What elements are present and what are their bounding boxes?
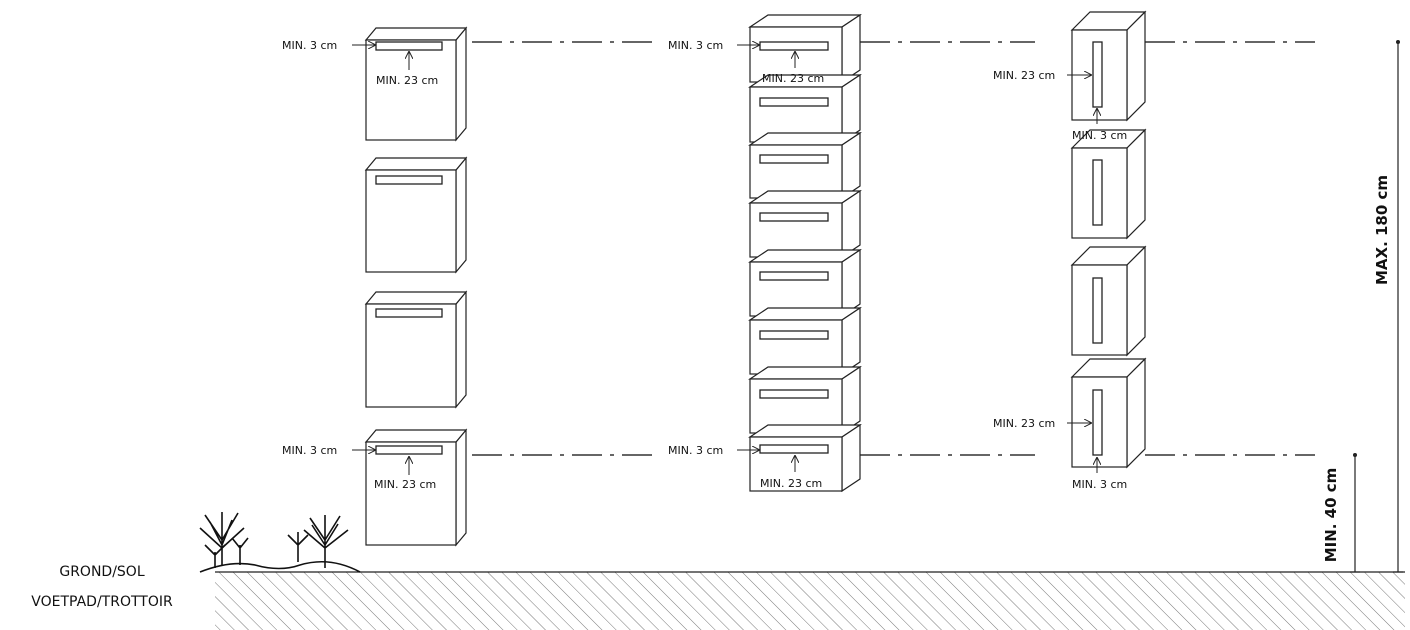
mailbox-1-2 xyxy=(364,156,468,274)
column-2-mailboxes xyxy=(748,13,862,493)
reference-lines xyxy=(472,41,1315,456)
dimension-max-180: MAX. 180 cm xyxy=(1373,40,1403,573)
label-min-3-c2-bottom: MIN. 3 cm xyxy=(668,444,723,457)
label-min-3-c2-top: MIN. 3 cm xyxy=(668,39,723,52)
mailbox-2-8 xyxy=(748,423,862,493)
ground-label-voetpad: VOETPAD/TROTTOIR xyxy=(31,594,173,610)
label-min-23-c2-bottom: MIN. 23 cm xyxy=(760,477,822,490)
mailbox-2-4 xyxy=(748,189,862,259)
column-2-annotations: MIN. 3 cm MIN. 23 cm MIN. 3 cm MIN. 23 c… xyxy=(668,39,824,490)
mailbox-2-3 xyxy=(748,131,862,200)
label-min-23-c3-bottom: MIN. 23 cm xyxy=(993,417,1055,430)
label-min-3-c3-top: MIN. 3 cm xyxy=(1072,129,1127,142)
label-min-23-c1-bottom: MIN. 23 cm xyxy=(374,478,436,491)
label-min-3-c3-bottom: MIN. 3 cm xyxy=(1072,478,1127,491)
column-1-mailboxes xyxy=(364,26,468,547)
label-min-3-c1-top: MIN. 3 cm xyxy=(282,39,337,52)
mailbox-3-4 xyxy=(1070,357,1147,469)
label-min-40: MIN. 40 cm xyxy=(1322,468,1340,563)
mailbox-2-2 xyxy=(748,73,862,144)
column-3-mailboxes xyxy=(1070,10,1147,469)
plants-illustration xyxy=(199,512,361,573)
label-min-23-c2-top: MIN. 23 cm xyxy=(762,72,824,85)
mailbox-1-3 xyxy=(364,290,468,409)
mailbox-2-5 xyxy=(748,248,862,318)
mailbox-3-3 xyxy=(1070,245,1147,357)
mailbox-2-6 xyxy=(748,306,862,376)
label-min-23-c1-top: MIN. 23 cm xyxy=(376,74,438,87)
label-min-23-c3-top: MIN. 23 cm xyxy=(993,69,1055,82)
ground-hatch xyxy=(215,571,1405,630)
ground-label-grond: GROND/SOL xyxy=(59,564,144,580)
label-min-3-c1-bottom: MIN. 3 cm xyxy=(282,444,337,457)
column-1-annotations: MIN. 3 cm MIN. 23 cm MIN. 3 cm MIN. 23 c… xyxy=(282,39,438,491)
mailbox-2-7 xyxy=(748,365,862,435)
label-max-180: MAX. 180 cm xyxy=(1373,175,1391,285)
mailbox-3-2 xyxy=(1070,128,1147,240)
mailbox-3-1 xyxy=(1070,10,1147,122)
column-3-annotations: MIN. 23 cm MIN. 3 cm MIN. 23 cm MIN. 3 c… xyxy=(993,69,1127,491)
plant-2 xyxy=(287,515,349,568)
dimension-min-40: MIN. 40 cm xyxy=(1322,453,1360,573)
plant-1 xyxy=(199,512,249,568)
